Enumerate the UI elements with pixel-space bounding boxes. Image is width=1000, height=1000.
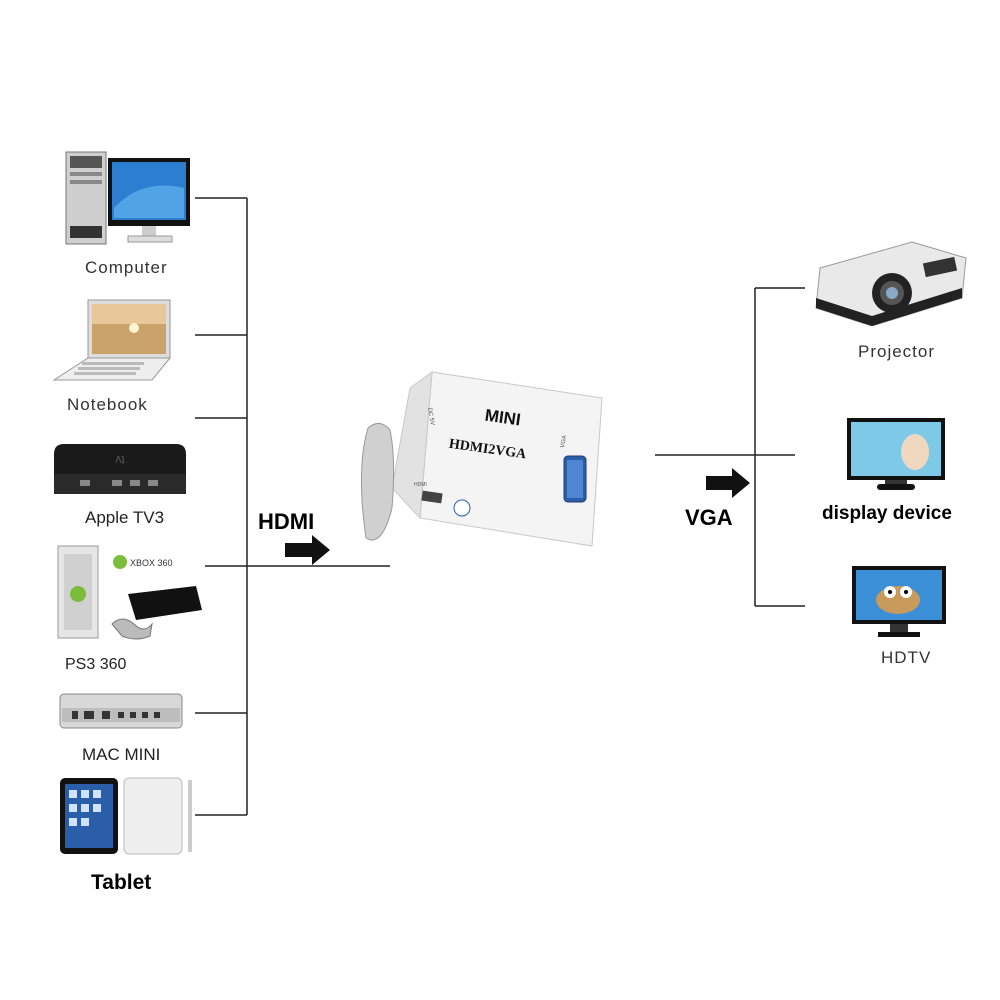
game-console-label: PS3 360 (65, 656, 127, 673)
hdmi-label: HDMI (258, 509, 315, 534)
computer-icon (65, 151, 190, 245)
hdtv-icon (852, 566, 946, 637)
hdtv-label: HDTV (881, 648, 932, 667)
svg-text:XBOX 360: XBOX 360 (130, 558, 173, 568)
display-device-label: display device (822, 503, 952, 524)
vga-label: VGA (685, 505, 733, 530)
apple-tv-icon: tv (54, 444, 186, 494)
notebook-label: Notebook (67, 395, 148, 414)
hdmi-arrow-icon (285, 535, 330, 565)
notebook-icon (52, 299, 172, 381)
tablet-label: Tablet (91, 871, 152, 894)
projector-icon (815, 241, 967, 327)
mac-mini-icon (59, 693, 183, 729)
game-console-icon: XBOX 360 (57, 545, 202, 640)
tablet-icon (60, 777, 192, 855)
apple-tv-label: Apple TV3 (85, 508, 165, 527)
svg-text:HDMI: HDMI (414, 482, 427, 488)
mac-mini-label: MAC MINI (82, 745, 161, 764)
hdmi2vga-adapter-icon: MINI HDMI2VGA DC 5V VGA HDMI (360, 370, 603, 547)
vga-arrow-icon (706, 468, 750, 498)
svg-text:MINI: MINI (484, 406, 522, 430)
display-device-icon (847, 418, 945, 490)
projector-label: Projector (858, 342, 936, 361)
svg-text:tv: tv (115, 453, 124, 467)
computer-label: Computer (85, 258, 168, 277)
svg-text:DC 5V: DC 5V (426, 407, 435, 425)
svg-text:VGA: VGA (560, 435, 568, 449)
